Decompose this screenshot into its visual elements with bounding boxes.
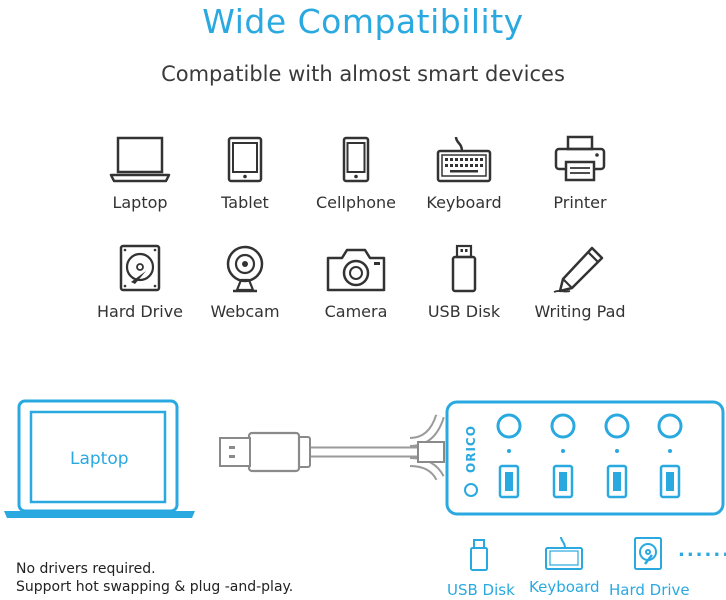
brand-logo: ORICO <box>464 425 478 473</box>
device-cellphone: Cellphone <box>296 135 416 212</box>
connected-label-keyboard: Keyboard <box>529 578 600 596</box>
laptop-screen-label: Laptop <box>70 449 129 469</box>
tablet-icon <box>227 136 263 183</box>
device-writing-pad: Writing Pad <box>520 244 640 321</box>
device-label: Camera <box>324 302 388 321</box>
device-label: USB Disk <box>427 302 501 321</box>
usb-cable <box>219 414 445 481</box>
device-label: Laptop <box>112 193 168 212</box>
cellphone-icon <box>342 136 370 183</box>
device-laptop: Laptop <box>80 135 200 212</box>
printer-icon <box>554 135 606 182</box>
device-camera: Camera <box>296 244 416 321</box>
laptop-icon <box>109 136 171 183</box>
connected-label-usb-disk: USB Disk <box>447 581 515 599</box>
keyboard-icon <box>436 136 492 183</box>
orico-logo-icon <box>464 483 478 497</box>
device-label: Keyboard <box>426 193 502 212</box>
device-label: Writing Pad <box>534 302 626 321</box>
page-title: Wide Compatibility <box>202 2 524 41</box>
more-devices-ellipsis: ...... <box>678 540 726 561</box>
device-label: Printer <box>553 193 607 212</box>
note-no-drivers: No drivers required. <box>16 561 156 577</box>
keyboard-icon <box>545 536 583 570</box>
usb-disk-icon <box>451 244 477 293</box>
usb-hub: ORICO <box>445 400 725 516</box>
hard-drive-icon <box>634 537 662 570</box>
hub-switches <box>496 413 683 439</box>
usb-disk-icon <box>470 539 488 571</box>
device-usb-disk: USB Disk <box>404 244 524 321</box>
connected-label-hard-drive: Hard Drive <box>609 581 690 599</box>
note-hot-swap: Support hot swapping & plug -and-play. <box>16 579 294 595</box>
device-keyboard: Keyboard <box>404 135 524 212</box>
hard-drive-icon <box>119 244 161 292</box>
webcam-icon <box>226 245 264 293</box>
device-printer: Printer <box>520 135 640 212</box>
page-subtitle: Compatible with almost smart devices <box>161 62 565 86</box>
device-hard-drive: Hard Drive <box>80 244 200 321</box>
device-label: Tablet <box>221 193 269 212</box>
device-label: Hard Drive <box>96 302 184 321</box>
laptop-illustration <box>4 399 195 518</box>
device-tablet: Tablet <box>185 135 305 212</box>
device-label: Webcam <box>210 302 280 321</box>
writing-pad-icon <box>553 246 604 293</box>
camera-icon <box>326 248 386 292</box>
device-label: Cellphone <box>316 193 396 212</box>
device-webcam: Webcam <box>185 244 305 321</box>
